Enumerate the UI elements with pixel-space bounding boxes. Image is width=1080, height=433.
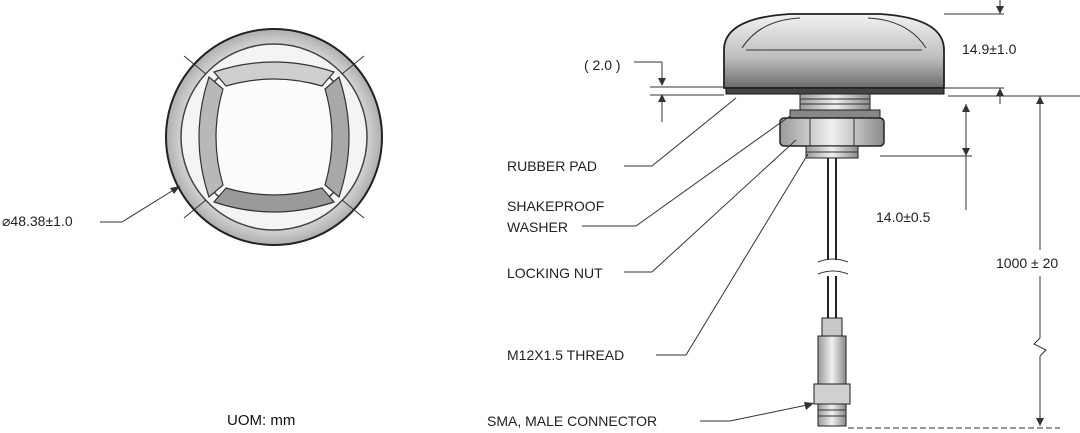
rib-top [212, 61, 336, 87]
connector-nut [813, 383, 851, 405]
callout-rubber-pad: RUBBER PAD [507, 97, 737, 174]
uom-label: UOM: mm [227, 412, 295, 429]
dim-pad-thickness: ( 2.0 ) [584, 57, 724, 122]
top-height-label: 14.9±1.0 [962, 41, 1017, 57]
antenna-dome [723, 13, 945, 89]
callout-locking-nut: LOCKING NUT [507, 139, 797, 281]
thread-length-label: 14.0±0.5 [876, 209, 931, 225]
pad-thickness-label: ( 2.0 ) [584, 57, 621, 73]
callout-thread: M12X1.5 THREAD [507, 153, 809, 363]
rib-right [324, 75, 350, 199]
rubber-pad-label: RUBBER PAD [507, 158, 597, 174]
connector-label: SMA, MALE CONNECTOR [487, 413, 657, 429]
connector-boot [821, 317, 843, 337]
side-view [723, 13, 945, 427]
top-face [209, 72, 339, 202]
top-view [165, 28, 383, 246]
shakeproof-label-line2: WASHER [507, 219, 568, 235]
rib-bottom [212, 187, 336, 213]
rib-left [198, 75, 224, 199]
cable-length-label: 1000 ± 20 [996, 255, 1058, 271]
dim-top-height: 14.9±1.0 [944, 0, 1017, 104]
callout-connector: SMA, MALE CONNECTOR [487, 402, 814, 429]
callout-shakeproof-washer: SHAKEPROOF WASHER [507, 115, 791, 235]
connector-body [817, 335, 847, 385]
locking-nut [779, 117, 885, 147]
thread-label: M12X1.5 THREAD [507, 347, 624, 363]
rubber-pad [725, 87, 945, 95]
connector-tip [817, 403, 847, 427]
dim-cable-length: 1000 ± 20 [848, 96, 1060, 429]
diameter-callout: ⌀48.38±1.0 [2, 185, 181, 229]
thread-top [799, 93, 871, 111]
dim-thread-length: 14.0±0.5 [876, 95, 1080, 225]
locking-nut-label: LOCKING NUT [507, 265, 603, 281]
shakeproof-washer [789, 109, 881, 119]
diameter-label: ⌀48.38±1.0 [2, 213, 73, 229]
shakeproof-label-line1: SHAKEPROOF [507, 198, 604, 214]
